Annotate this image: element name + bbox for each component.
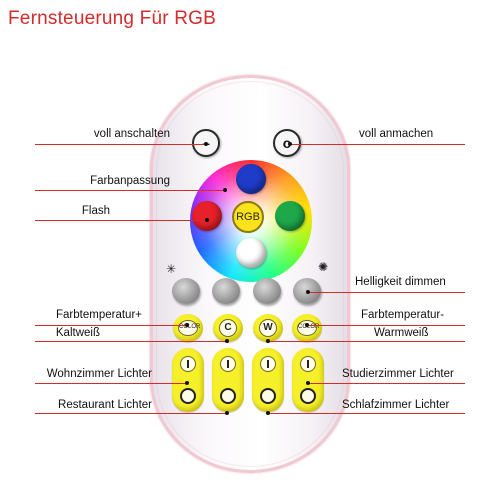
leader-dot (225, 339, 229, 343)
color-temp-plus-button[interactable]: COLOR (173, 314, 203, 342)
white-button[interactable] (236, 238, 266, 268)
sun-icon: ✺ (318, 260, 329, 274)
leader-dot (305, 323, 309, 327)
leader-line (35, 325, 187, 326)
color-badge: COLOR (178, 320, 200, 336)
leader-dot (205, 218, 209, 222)
leader-line (308, 292, 465, 293)
zone-2-button[interactable] (212, 348, 244, 412)
leader-line (35, 341, 227, 342)
leader-line (35, 383, 187, 384)
warm-white-button[interactable]: W (253, 314, 283, 342)
cold-white-button[interactable]: C (213, 314, 243, 342)
leader-dot (204, 142, 208, 146)
leader-dot (266, 411, 270, 415)
red-button[interactable] (192, 201, 222, 231)
leader-line (268, 341, 465, 342)
color-badge: COLOR (297, 320, 319, 336)
label-voll-anschalten: voll anschalten (93, 128, 170, 140)
leader-line (35, 220, 207, 221)
zone-1-button[interactable] (172, 348, 204, 412)
leader-dot (306, 290, 310, 294)
leader-line (35, 413, 227, 414)
label-schlafzimmer: Schlafzimmer Lichter (342, 399, 450, 411)
page-title: Fernsteuerung Für RGB (8, 8, 217, 29)
leader-line (268, 413, 465, 414)
on-mark (180, 356, 196, 372)
on-button[interactable]: o (273, 129, 301, 157)
rgb-button[interactable]: RGB (232, 201, 264, 233)
label-flash: Flash (81, 205, 110, 217)
color-temp-minus-button[interactable]: COLOR (292, 314, 322, 342)
off-mark (260, 388, 276, 404)
rgb-label: RGB (236, 211, 260, 223)
leader-dot (185, 323, 189, 327)
label-kaltweiss: Kaltweiß (55, 327, 100, 339)
leader-line (307, 325, 465, 326)
on-symbol: o (282, 135, 292, 151)
label-farbanpassung: Farbanpassung (90, 175, 170, 187)
zone-3-button[interactable] (252, 348, 284, 412)
sun-icon: ✳ (166, 262, 177, 276)
leader-line (35, 144, 206, 145)
cold-letter: C (219, 319, 237, 337)
brightness-1-button[interactable] (172, 278, 200, 304)
brightness-2-button[interactable] (212, 278, 240, 304)
leader-dot (266, 339, 270, 343)
off-mark (300, 388, 316, 404)
leader-dot (223, 188, 227, 192)
blue-button[interactable] (236, 164, 266, 194)
label-farbtemperatur-plus: Farbtemperatur+ (56, 309, 142, 321)
label-restaurant: Restaurant Lichter (58, 399, 152, 411)
label-warmweiss: Warmweiß (374, 327, 429, 339)
leader-line (35, 190, 225, 191)
label-farbtemperatur-minus: Farbtemperatur- (361, 309, 445, 321)
on-mark (300, 356, 316, 372)
leader-dot (185, 381, 189, 385)
label-wohnzimmer: Wohnzimmer Lichter (46, 368, 152, 380)
green-button[interactable] (275, 201, 305, 231)
label-helligkeit-dimmen: Helligkeit dimmen (355, 276, 446, 288)
leader-line (290, 144, 465, 145)
on-mark (260, 356, 276, 372)
label-studierzimmer: Studierzimmer Lichter (342, 368, 454, 380)
off-mark (220, 388, 236, 404)
label-voll-anmachen: voll anmachen (359, 128, 434, 140)
off-mark (180, 388, 196, 404)
leader-dot (288, 142, 292, 146)
on-mark (220, 356, 236, 372)
leader-dot (225, 411, 229, 415)
zone-4-button[interactable] (292, 348, 324, 412)
warm-letter: W (259, 319, 277, 337)
leader-dot (306, 381, 310, 385)
brightness-3-button[interactable] (253, 278, 281, 304)
leader-line (308, 383, 465, 384)
